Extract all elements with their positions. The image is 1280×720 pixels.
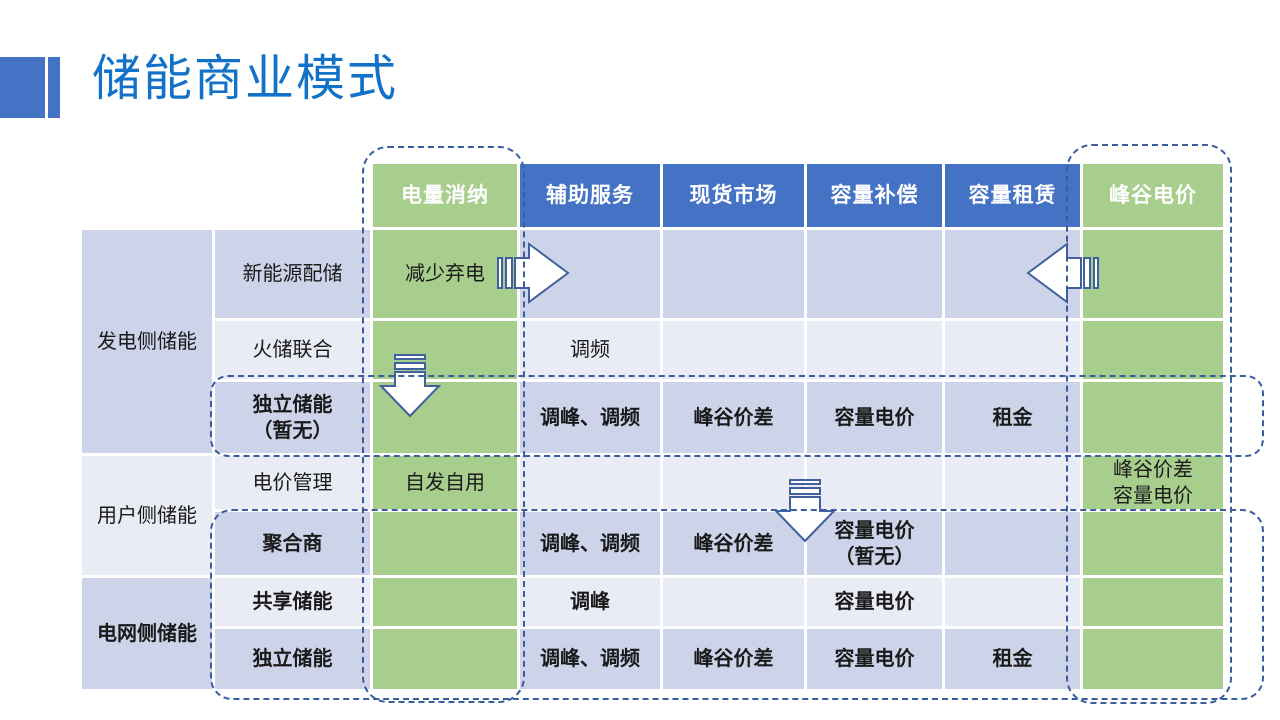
highlight-box-independent-storage-row (210, 375, 1264, 457)
column-header: 容量补偿 (807, 164, 942, 227)
value-cell (1083, 578, 1223, 626)
value-cell (945, 512, 1080, 575)
value-cell (373, 512, 517, 575)
row-label: 聚合商 (215, 512, 370, 575)
value-cell: 减少弃电 (373, 230, 517, 318)
value-cell (663, 578, 804, 626)
row-label: 独立储能 （暂无） (215, 382, 370, 453)
column-header: 电量消纳 (373, 164, 517, 227)
value-cell: 峰谷价差 (663, 382, 804, 453)
row-label: 新能源配储 (215, 230, 370, 318)
page-title: 储能商业模式 (92, 52, 399, 106)
value-cell: 调峰、调频 (520, 512, 660, 575)
highlight-box-peak-valley-column (1066, 144, 1232, 704)
value-cell: 租金 (945, 382, 1080, 453)
row-label: 独立储能 (215, 629, 370, 689)
value-cell: 调频 (520, 321, 660, 379)
value-cell: 容量电价 (807, 578, 942, 626)
value-cell (520, 456, 660, 509)
row-label: 共享储能 (215, 578, 370, 626)
value-cell: 容量电价 (807, 629, 942, 689)
row-label: 电价管理 (215, 456, 370, 509)
value-cell: 峰谷价差 (663, 512, 804, 575)
row-group-label: 发电侧储能 (82, 230, 212, 453)
value-cell (1083, 629, 1223, 689)
value-cell: 调峰 (520, 578, 660, 626)
value-cell: 容量电价 （暂无） (807, 512, 942, 575)
column-header: 容量租赁 (945, 164, 1080, 227)
value-cell (807, 321, 942, 379)
column-header: 现货市场 (663, 164, 804, 227)
title-accent-square (0, 57, 45, 118)
value-cell: 峰谷价差 容量电价 (1083, 456, 1223, 509)
row-label: 火储联合 (215, 321, 370, 379)
row-group-label: 电网侧储能 (82, 578, 212, 689)
value-cell (663, 456, 804, 509)
business-model-table: 电量消纳辅助服务现货市场容量补偿容量租赁峰谷电价发电侧储能用户侧储能电网侧储能 新… (82, 164, 1223, 689)
value-cell (1083, 512, 1223, 575)
value-cell (1083, 230, 1223, 318)
value-cell: 调峰、调频 (520, 382, 660, 453)
striped-down-arrow-icon (379, 354, 441, 418)
row-group-label: 用户侧储能 (82, 456, 212, 575)
highlight-box-grid-side-rows (210, 509, 1264, 700)
highlight-box-consumption-column (362, 146, 525, 703)
striped-right-arrow-icon (497, 242, 571, 304)
value-cell (945, 321, 1080, 379)
value-cell (807, 230, 942, 318)
value-cell: 峰谷价差 (663, 629, 804, 689)
value-cell (373, 629, 517, 689)
column-header: 峰谷电价 (1083, 164, 1223, 227)
value-cell (945, 578, 1080, 626)
value-cell: 容量电价 (807, 382, 942, 453)
value-cell: 租金 (945, 629, 1080, 689)
title-accent-bar (48, 57, 60, 118)
value-cell (663, 321, 804, 379)
value-cell: 自发自用 (373, 456, 517, 509)
value-cell (1083, 382, 1223, 453)
value-cell (807, 456, 942, 509)
column-header: 辅助服务 (520, 164, 660, 227)
value-cell (373, 578, 517, 626)
value-cell (945, 456, 1080, 509)
value-cell: 调峰、调频 (520, 629, 660, 689)
striped-down-arrow-icon (774, 479, 836, 543)
value-cell (1083, 321, 1223, 379)
value-cell (663, 230, 804, 318)
